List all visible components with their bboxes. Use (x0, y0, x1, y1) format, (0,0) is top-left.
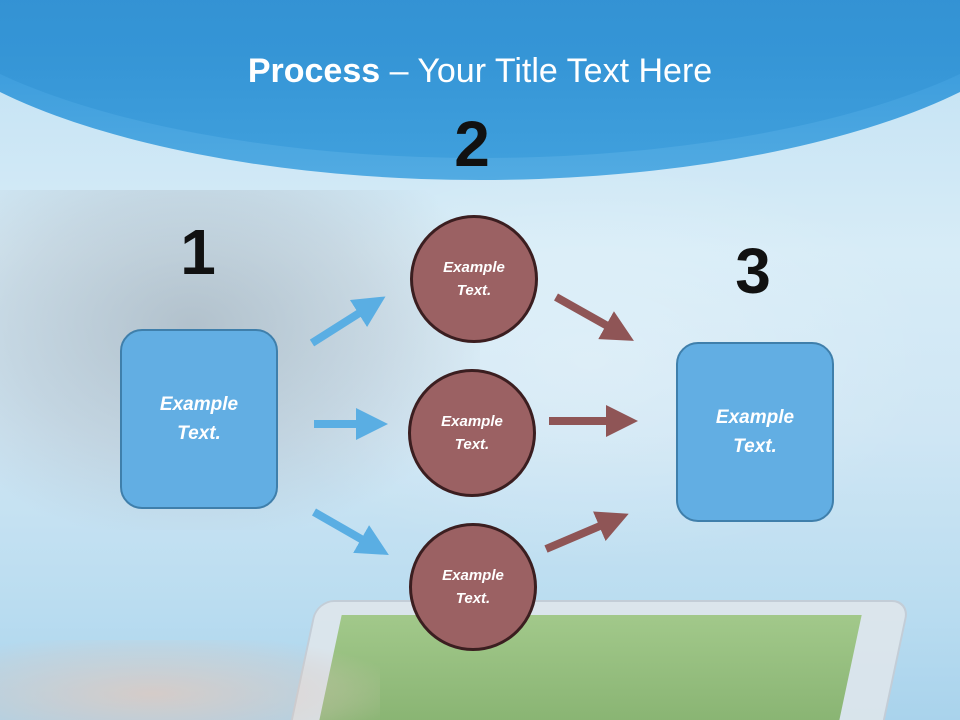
circle-middle-text: Example Text. (441, 413, 503, 453)
circle-bottom: Example Text. (409, 523, 537, 651)
circle-top: Example Text. (410, 215, 538, 343)
blue-arrow-down (312, 508, 389, 555)
left-box-text: Example Text. (159, 394, 239, 444)
red-arrow-down (554, 293, 634, 341)
red-arrow-up (544, 511, 629, 553)
right-process-box: Example Text. (676, 342, 834, 522)
circle-bottom-text: Example Text. (442, 567, 504, 607)
title-bold: Process (247, 52, 381, 90)
circle-middle: Example Text. (408, 369, 536, 497)
title-rest: – Your Title Text Here (380, 52, 713, 90)
blue-arrow-up (309, 296, 386, 347)
left-process-box: Example Text. (120, 329, 278, 509)
page-title: Process – Your Title Text Here (0, 52, 960, 91)
step-number-1: 1 (180, 216, 216, 288)
open-hand-image (0, 640, 380, 720)
step-number-2: 2 (454, 108, 490, 180)
circle-top-text: Example Text. (443, 259, 505, 299)
right-box-text: Example Text. (715, 407, 795, 457)
step-number-3: 3 (735, 235, 771, 307)
